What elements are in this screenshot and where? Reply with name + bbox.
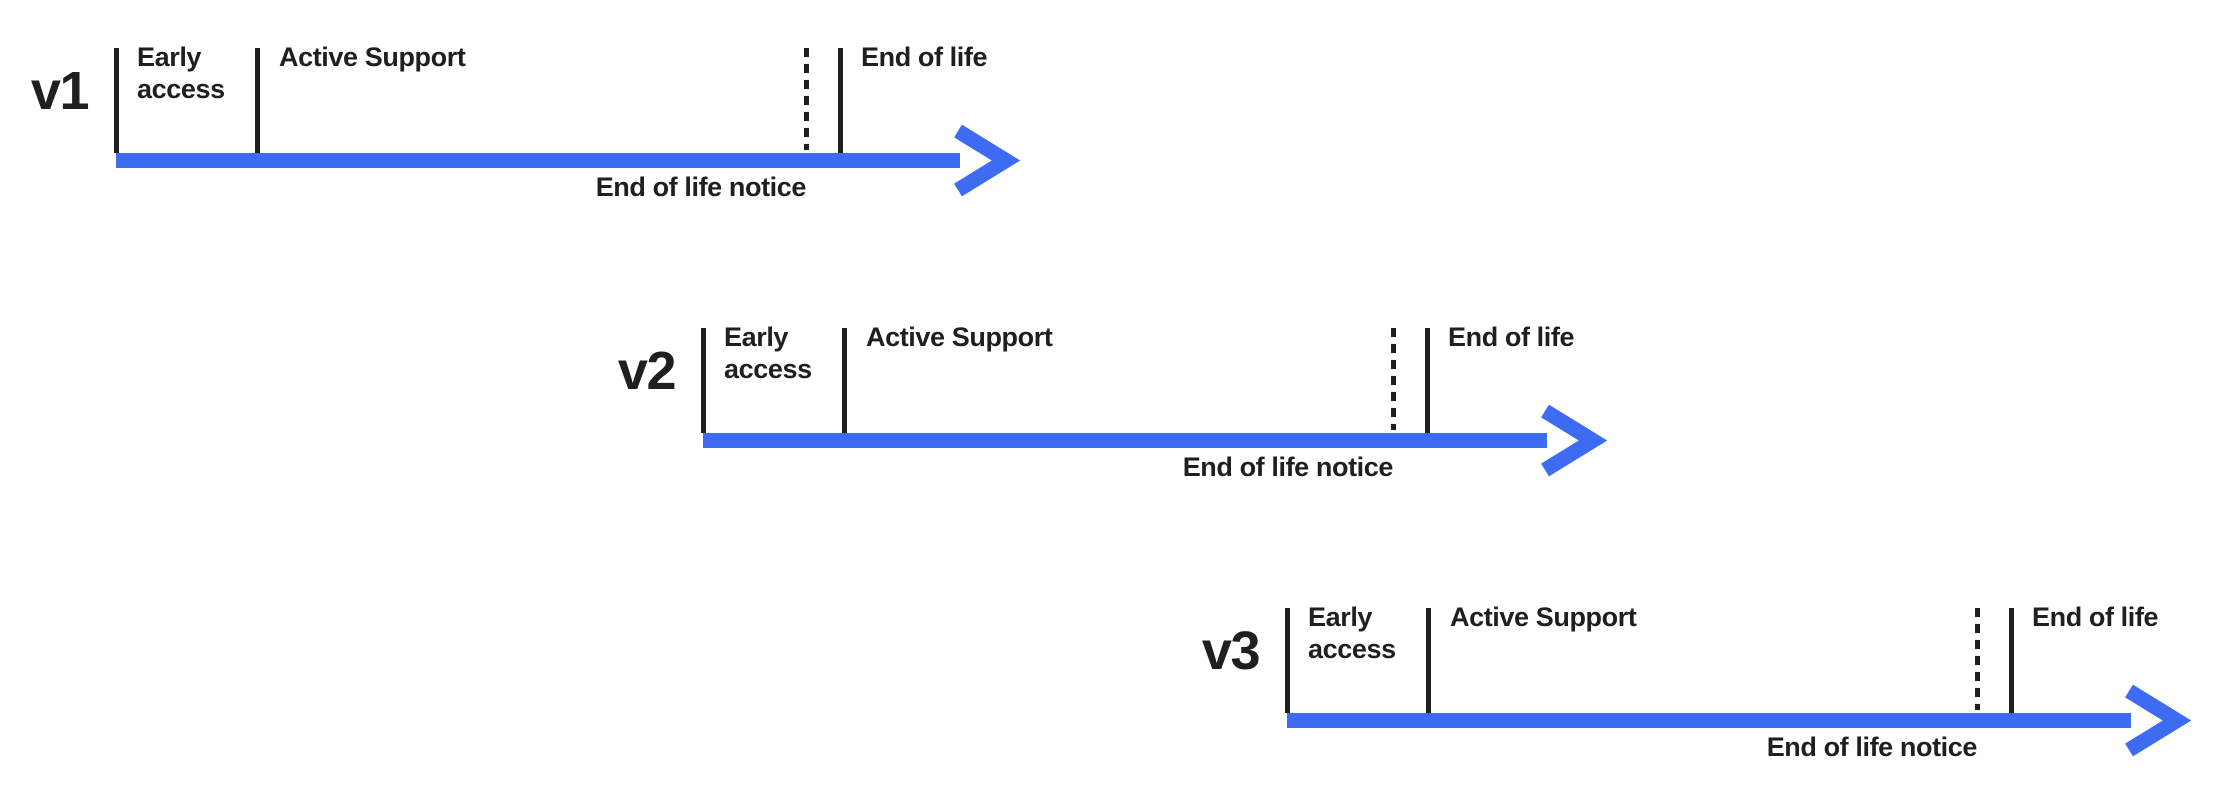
version-label: v3 <box>1201 621 1261 681</box>
eol-notice-dashed-line <box>804 48 809 150</box>
active-support-label: Active Support <box>279 42 466 72</box>
active-support-label: Active Support <box>1450 602 1637 632</box>
end-of-life-notice-label: End of life notice <box>1182 452 1394 482</box>
active-support-start-tick <box>255 48 260 153</box>
early-access-label: Early access <box>1308 602 1396 664</box>
arrow-shaft <box>116 153 960 168</box>
end-of-life-label: End of life <box>2032 602 2159 632</box>
timeline-row-v2: v2 Early access Active Support End of li… <box>587 280 1657 552</box>
end-of-life-label: End of life <box>1448 322 1575 352</box>
arrow-shaft <box>703 433 1547 448</box>
end-of-life-tick <box>2009 608 2014 713</box>
arrow-head <box>1541 404 1608 477</box>
version-label: v1 <box>30 61 90 121</box>
active-support-start-tick <box>842 328 847 433</box>
timeline-arrow <box>116 124 1021 197</box>
active-support-label: Active Support <box>866 322 1053 352</box>
eol-notice-dashed-line <box>1975 608 1980 710</box>
end-of-life-label: End of life <box>861 42 988 72</box>
early-access-start-tick <box>114 48 119 153</box>
arrow-head <box>954 124 1021 197</box>
end-of-life-tick <box>1425 328 1430 433</box>
early-access-label: Early access <box>137 42 225 104</box>
early-access-label: Early access <box>724 322 812 384</box>
end-of-life-notice-label: End of life notice <box>1766 732 1978 762</box>
end-of-life-notice-label: End of life notice <box>595 172 807 202</box>
timeline-row-v3: v3 Early access Active Support End of li… <box>1171 560 2228 812</box>
active-support-start-tick <box>1426 608 1431 713</box>
timeline-arrow <box>1287 684 2192 757</box>
end-of-life-tick <box>838 48 843 153</box>
eol-notice-dashed-line <box>1391 328 1396 430</box>
early-access-start-tick <box>701 328 706 433</box>
timeline-arrow <box>703 404 1608 477</box>
version-label: v2 <box>617 341 677 401</box>
timeline-row-v1: v1 Early access Active Support End of li… <box>0 0 1070 272</box>
early-access-start-tick <box>1285 608 1290 713</box>
arrow-shaft <box>1287 713 2131 728</box>
arrow-head <box>2125 684 2192 757</box>
